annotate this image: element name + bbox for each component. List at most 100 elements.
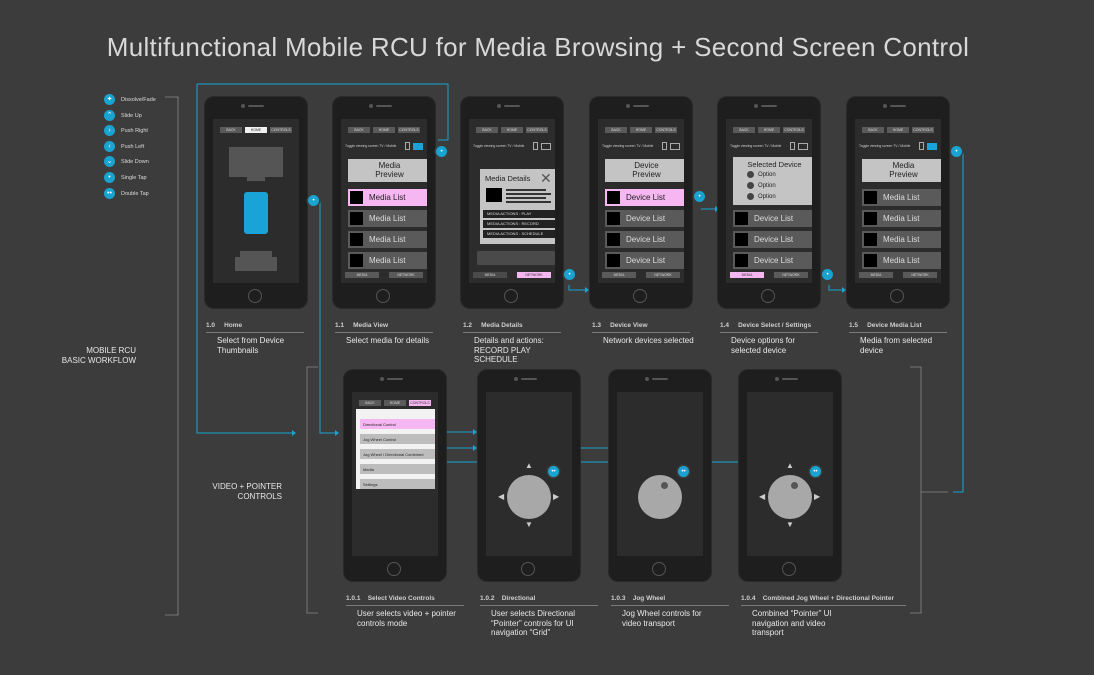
schedule-action[interactable]: MEDIA ACTIONS : SCHEDULE [483,230,555,238]
list-item[interactable]: Device List [605,231,684,248]
list-item[interactable]: Media List [348,231,427,248]
up-arrow-icon[interactable]: ▲ [525,461,533,470]
up-arrow-icon[interactable]: ▲ [786,461,794,470]
home-hardware-button[interactable] [633,289,647,303]
play-action[interactable]: MEDIA ACTIONS : PLAY [483,210,555,218]
home-hardware-button[interactable] [521,562,535,576]
home-hardware-button[interactable] [782,562,796,576]
back-button[interactable]: BACK [605,127,627,133]
tv-icon[interactable] [670,142,680,150]
home-hardware-button[interactable] [761,289,775,303]
back-button[interactable]: BACK [862,127,884,133]
directional-pad[interactable] [507,475,551,519]
network-tab[interactable]: NETWORK [903,272,937,278]
controls-button[interactable]: CONTROLS [783,127,805,133]
back-button[interactable]: BACK [733,127,755,133]
home-button[interactable]: HOME [758,127,780,133]
controls-button[interactable]: CONTROLS [270,127,292,133]
network-tab[interactable]: NETWORK [517,272,551,278]
mobile-icon[interactable] [662,142,667,150]
home-button[interactable]: HOME [245,127,267,133]
list-item[interactable]: Media List [862,252,941,269]
media-tab[interactable]: MEDIA [345,272,379,278]
tv-icon[interactable] [541,142,551,150]
menu-item-media[interactable]: Media [360,464,435,474]
network-tab[interactable]: NETWORK [774,272,808,278]
list-item[interactable]: Media List [348,252,427,269]
list-item[interactable]: Device List [605,252,684,269]
controls-button[interactable]: CONTROLS [655,127,677,133]
list-item[interactable]: Device List [733,231,812,248]
combined-control[interactable] [768,475,812,519]
menu-item-combined[interactable]: Jog Wheel / Directional Combined [360,449,435,459]
jog-wheel[interactable] [638,475,682,519]
controls-button[interactable]: CONTROLS [398,127,420,133]
list-item[interactable]: Media List [862,189,941,206]
mobile-icon[interactable] [790,142,795,150]
left-arrow-icon[interactable]: ◀ [498,492,505,501]
down-arrow-icon[interactable]: ▼ [525,520,533,529]
menu-item-settings[interactable]: Settings [360,479,435,489]
right-arrow-icon[interactable]: ▶ [553,492,560,501]
caption-description: Device options for selected device [731,336,796,355]
close-icon[interactable]: ✕ [540,170,552,186]
down-arrow-icon[interactable]: ▼ [786,520,794,529]
media-tab[interactable]: MEDIA [730,272,764,278]
home-button[interactable]: HOME [630,127,652,133]
mobile-icon[interactable] [405,142,410,150]
tv-icon[interactable] [413,142,423,150]
tv-icon[interactable] [798,142,808,150]
menu-item-directional[interactable]: Directional Control [360,419,435,429]
legend-item: ••Double Tap [104,188,149,199]
jog-wheel-handle[interactable] [791,482,798,489]
tv-thumbnail[interactable] [229,147,283,177]
toggle-label: Toggle viewing screen TV / Mobile [345,144,397,148]
list-item[interactable]: Device List [605,210,684,227]
back-button[interactable]: BACK [476,127,498,133]
home-hardware-button[interactable] [652,562,666,576]
phone-device-select: BACK HOME CONTROLS Toggle viewing screen… [717,96,821,309]
media-tab[interactable]: MEDIA [859,272,893,278]
network-tab[interactable]: NETWORK [646,272,680,278]
media-tab[interactable]: MEDIA [473,272,507,278]
home-button[interactable]: HOME [384,400,406,406]
list-item[interactable]: Media List [348,189,427,206]
media-tab[interactable]: MEDIA [602,272,636,278]
back-button[interactable]: BACK [348,127,370,133]
home-button[interactable]: HOME [501,127,523,133]
mobile-icon[interactable] [533,142,538,150]
tv-icon[interactable] [927,142,937,150]
home-hardware-button[interactable] [376,289,390,303]
jog-wheel-handle[interactable] [661,482,668,489]
option-radio[interactable]: Option [747,171,776,178]
device-thumbnail[interactable] [235,257,277,271]
home-hardware-button[interactable] [890,289,904,303]
network-tab[interactable]: NETWORK [389,272,423,278]
single-tap-icon: • [564,269,575,280]
option-radio[interactable]: Option [747,182,776,189]
home-button[interactable]: HOME [373,127,395,133]
back-button[interactable]: BACK [359,400,381,406]
mobile-thumbnail[interactable] [244,192,268,234]
controls-button[interactable]: CONTROLS [912,127,934,133]
list-item[interactable]: Device List [605,189,684,206]
menu-item-jog-wheel[interactable]: Jog Wheel Control [360,434,435,444]
controls-button[interactable]: CONTROLS [409,400,431,406]
list-item[interactable]: Media List [862,210,941,227]
left-arrow-icon[interactable]: ◀ [759,492,766,501]
mobile-icon[interactable] [919,142,924,150]
option-radio[interactable]: Option [747,193,776,200]
list-item[interactable]: Device List [733,252,812,269]
list-item[interactable]: Media List [862,231,941,248]
back-button[interactable]: BACK [220,127,242,133]
home-button[interactable]: HOME [887,127,909,133]
list-item[interactable]: Device List [733,210,812,227]
home-hardware-button[interactable] [387,562,401,576]
controls-button[interactable]: CONTROLS [526,127,548,133]
home-hardware-button[interactable] [504,289,518,303]
list-item[interactable]: Media List [348,210,427,227]
home-hardware-button[interactable] [248,289,262,303]
record-action[interactable]: MEDIA ACTIONS : RECORD [483,220,555,228]
right-arrow-icon[interactable]: ▶ [814,492,821,501]
toggle-label: Toggle viewing screen TV / Mobile [473,144,525,148]
